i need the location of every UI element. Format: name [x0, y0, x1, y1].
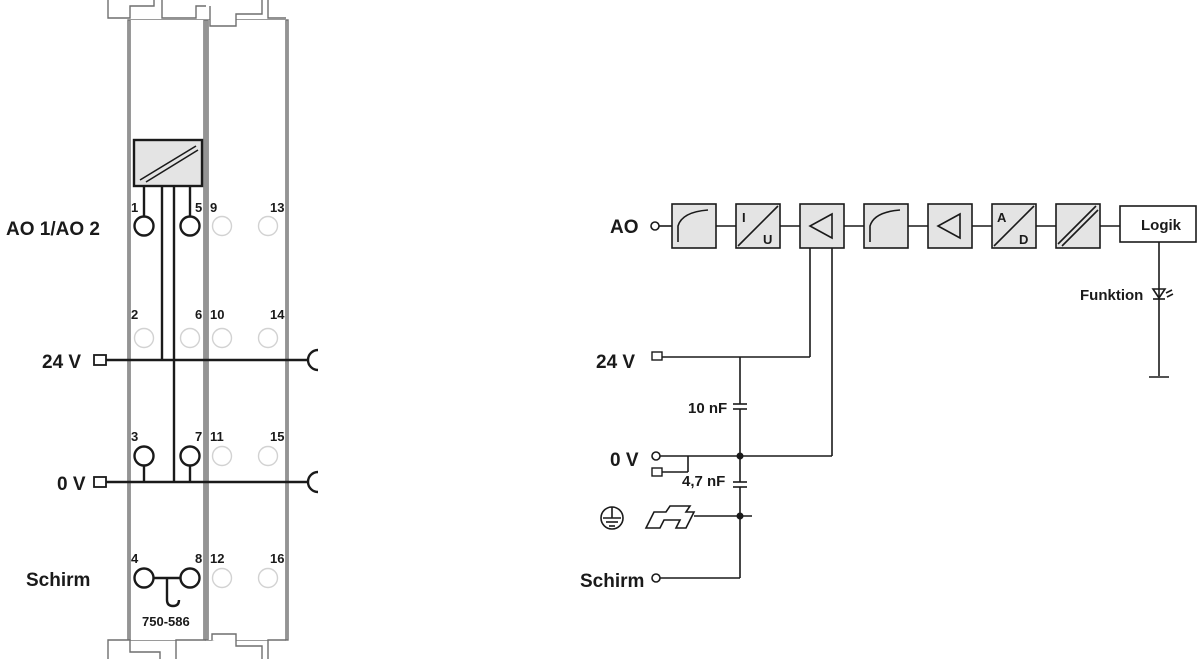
- junction-earth: [736, 512, 744, 520]
- filter-block-1: [671, 203, 717, 249]
- ad-label-top: A: [997, 210, 1007, 225]
- terminal-number: 14: [270, 307, 285, 322]
- terminal-11: [211, 445, 233, 467]
- terminal-number: 6: [195, 307, 202, 322]
- terminal-number: 8: [195, 551, 202, 566]
- label-schirm: Schirm: [26, 570, 90, 591]
- terminal-6: [179, 327, 201, 349]
- cap2-label: 4,7 nF: [682, 473, 725, 490]
- terminal-number: 3: [131, 429, 138, 444]
- terminal-number: 1: [131, 200, 138, 215]
- terminal-number: 5: [195, 200, 202, 215]
- earth-icon: [600, 506, 624, 530]
- label-schirm-right: Schirm: [580, 571, 644, 592]
- terminal-3: [133, 445, 155, 467]
- terminal-5: [179, 215, 201, 237]
- ao-terminal: [650, 221, 660, 231]
- shield-clip: [165, 578, 181, 608]
- connector-0v-right: [651, 467, 663, 477]
- terminal-number: 9: [210, 200, 217, 215]
- label-24v-right: 24 V: [596, 352, 635, 373]
- connector-24v: [93, 354, 107, 366]
- block-diagram: AO I U A D Logik: [580, 203, 1197, 592]
- isolation-block: [1055, 203, 1101, 249]
- terminal-12: [211, 567, 233, 589]
- shield-terminal: [651, 573, 661, 583]
- zero-terminal: [651, 451, 661, 461]
- terminal-15: [257, 445, 279, 467]
- iu-label-bottom: U: [763, 232, 772, 247]
- amplifier-block-1: [799, 203, 845, 249]
- filter-block-2: [863, 203, 909, 249]
- terminal-number: 7: [195, 429, 202, 444]
- terminal-8: [179, 567, 201, 589]
- led-icon: [1151, 288, 1167, 300]
- terminal-16: [257, 567, 279, 589]
- logic-block: [1119, 205, 1197, 243]
- top-latch: [107, 0, 286, 27]
- terminal-7: [179, 445, 201, 467]
- connector-24v-right: [651, 351, 663, 361]
- terminal-1: [133, 215, 155, 237]
- terminal-number: 2: [131, 307, 138, 322]
- label-0v-right: 0 V: [610, 450, 639, 471]
- amplifier-block-2: [927, 203, 973, 249]
- connector-0v: [93, 476, 107, 488]
- label-0v: 0 V: [57, 474, 86, 495]
- part-number: 750-586: [142, 614, 190, 629]
- inactive-terminals: [133, 215, 279, 589]
- function-label: Funktion: [1080, 287, 1143, 304]
- label-ao: AO: [610, 217, 639, 238]
- contact-0v: [306, 470, 319, 494]
- terminal-module: 1 2 3 4 5 6 7 8 9 10 11 12 13 14 15 16 A…: [6, 0, 319, 659]
- terminal-number: 15: [270, 429, 284, 444]
- cap1-label: 10 nF: [688, 400, 727, 417]
- terminal-9: [211, 215, 233, 237]
- terminal-13: [257, 215, 279, 237]
- terminal-4: [133, 567, 155, 589]
- bottom-latch: [107, 633, 286, 659]
- din-rail-icon: [644, 505, 696, 529]
- logic-label: Logik: [1141, 217, 1182, 234]
- junction-0v: [736, 452, 744, 460]
- iu-label-top: I: [742, 210, 746, 225]
- label-24v: 24 V: [42, 352, 81, 373]
- terminal-number: 4: [131, 551, 139, 566]
- terminal-number: 10: [210, 307, 224, 322]
- terminal-10: [211, 327, 233, 349]
- contact-24v: [306, 348, 319, 372]
- terminal-number: 13: [270, 200, 284, 215]
- terminal-number: 12: [210, 551, 224, 566]
- terminal-number: 11: [210, 429, 224, 444]
- terminal-number: 16: [270, 551, 284, 566]
- label-ao1-ao2: AO 1/AO 2: [6, 219, 100, 240]
- ad-label-bottom: D: [1019, 232, 1028, 247]
- terminal-2: [133, 327, 155, 349]
- terminal-14: [257, 327, 279, 349]
